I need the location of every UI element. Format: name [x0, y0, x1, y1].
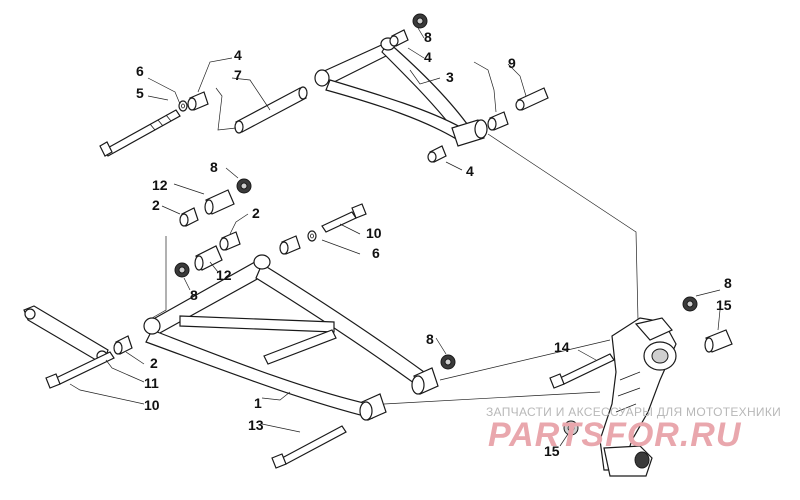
lower-bolt-part-10-bottom	[45, 351, 115, 389]
watermark-tagline: ЗАПЧАСТИ И АКСЕССУАРЫ ДЛЯ МОТОТЕХНИКИ	[486, 405, 781, 419]
callout-lower-13: 13	[248, 417, 264, 433]
lower-nut-part-8-top	[236, 178, 252, 194]
callout-lower-12-mid: 12	[216, 267, 232, 283]
callout-lower-6-right: 6	[372, 245, 380, 261]
callout-upper-6: 6	[136, 63, 144, 79]
callout-lower-2-left: 2	[152, 197, 160, 213]
upper-nut-part-8	[412, 13, 428, 29]
callout-upper-8: 8	[424, 29, 432, 45]
watermark-brand: PARTSFOR.RU	[488, 416, 742, 454]
lower-bushing-part-2-bottom	[113, 335, 133, 355]
callout-upper-4-right: 4	[424, 49, 432, 65]
upper-bushing-part-4-left	[187, 91, 209, 111]
knuckle-bushing-part-15-top	[704, 329, 733, 353]
lower-bushing-part-2-right	[279, 235, 301, 255]
knuckle-nut-part-8	[682, 296, 698, 312]
upper-bushing-part-4-bottom	[427, 145, 447, 163]
callout-lower-11: 11	[144, 375, 159, 391]
lower-bushing-part-2-top	[179, 207, 199, 227]
lower-bushing-part-12-top	[204, 189, 235, 215]
lower-a-arm	[143, 254, 439, 421]
callout-lower-8-right: 8	[426, 331, 434, 347]
lower-nut-part-8-right	[440, 354, 456, 370]
callout-lower-2-bottom: 2	[150, 355, 158, 371]
steering-knuckle	[599, 317, 677, 477]
callout-upper-4-left: 4	[234, 47, 242, 63]
callout-lower-10-bottom: 10	[144, 397, 160, 413]
lower-nut-part-8-left	[174, 262, 190, 278]
upper-a-arm	[314, 37, 488, 147]
callout-upper-5: 5	[136, 85, 144, 101]
callout-upper-4-bottom: 4	[466, 163, 474, 179]
callout-knuckle-8: 8	[724, 275, 732, 291]
lower-bushing-part-12-mid	[194, 245, 223, 271]
upper-sleeve-part-7	[234, 86, 308, 134]
lower-washer-part-6	[307, 230, 317, 242]
callout-labels: 6 5 4 7 8 4 3 9 4 8 12 2 2 10 6 12 8 2 1…	[136, 29, 732, 459]
upper-washer-part-6	[178, 100, 188, 112]
callout-upper-9: 9	[508, 55, 516, 71]
lower-bolt-part-10-top	[321, 203, 367, 233]
lower-bolt-part-13	[271, 425, 347, 469]
callout-knuckle-15-top: 15	[716, 297, 732, 313]
callout-lower-1: 1	[254, 395, 262, 411]
upper-bushing-part-4-right	[487, 111, 509, 131]
callout-lower-8-left: 8	[190, 287, 198, 303]
callout-upper-3: 3	[446, 69, 454, 85]
callout-lower-12-top: 12	[152, 177, 168, 193]
callout-lower-8-top: 8	[210, 159, 218, 175]
callout-knuckle-15-bottom: 15	[544, 443, 560, 459]
knuckle-bushing-part-15-bottom	[563, 420, 579, 436]
upper-sleeve-part-9	[515, 87, 549, 111]
lower-bracket-part-11	[23, 305, 109, 363]
callout-lower-10-right: 10	[366, 225, 382, 241]
callout-upper-7: 7	[234, 67, 242, 83]
callout-knuckle-14: 14	[554, 339, 570, 355]
callout-lower-2-mid: 2	[252, 205, 260, 221]
upper-bolt-part-5	[99, 109, 181, 157]
lower-bushing-part-2-mid	[219, 231, 241, 251]
knuckle-bolt-part-14	[549, 353, 615, 389]
upper-bushing-part-4-top	[389, 29, 409, 47]
